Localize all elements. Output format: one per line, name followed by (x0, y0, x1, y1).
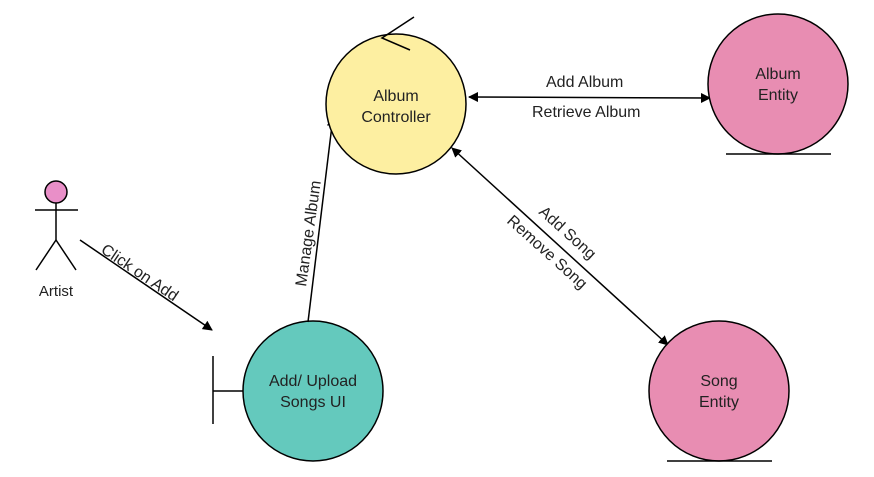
controller-label-line2: Controller (361, 109, 431, 126)
actor-head (44, 180, 68, 204)
edge-song-entity: Add Song Remove Song (451, 147, 669, 346)
edge-click-on-add: Click on Add (79, 239, 213, 331)
album-entity-object: Album Entity (707, 13, 849, 155)
song-entity-circle (648, 320, 790, 462)
boundary-label-line1: Add/ Upload (269, 373, 357, 390)
boundary-object: Add/ Upload Songs UI (212, 320, 384, 462)
album-entity-label-line2: Entity (758, 87, 798, 104)
edge-album-entity: Add Album Retrieve Album (468, 74, 711, 121)
song-entity-object: Song Entity (648, 320, 790, 462)
song-entity-label-line1: Song (700, 373, 737, 390)
controller-circle (325, 33, 467, 175)
controller-label-line1: Album (373, 88, 418, 105)
album-entity-circle (707, 13, 849, 155)
actor-label: Artist (39, 283, 74, 300)
edge-label-retrieve-album: Retrieve Album (532, 104, 641, 121)
controller-object: Album Controller (325, 16, 467, 175)
artist-actor: Artist (35, 180, 78, 300)
edge-label-click-on-add: Click on Add (98, 241, 181, 305)
edge-label-manage-album: Manage Album (293, 179, 325, 287)
boundary-circle (242, 320, 384, 462)
song-entity-label-line2: Entity (699, 394, 739, 411)
boundary-label-line2: Songs UI (280, 394, 346, 411)
album-entity-label-line1: Album (755, 66, 800, 83)
edge-manage-album: Manage Album (293, 116, 337, 323)
edge-label-add-album: Add Album (546, 74, 623, 91)
